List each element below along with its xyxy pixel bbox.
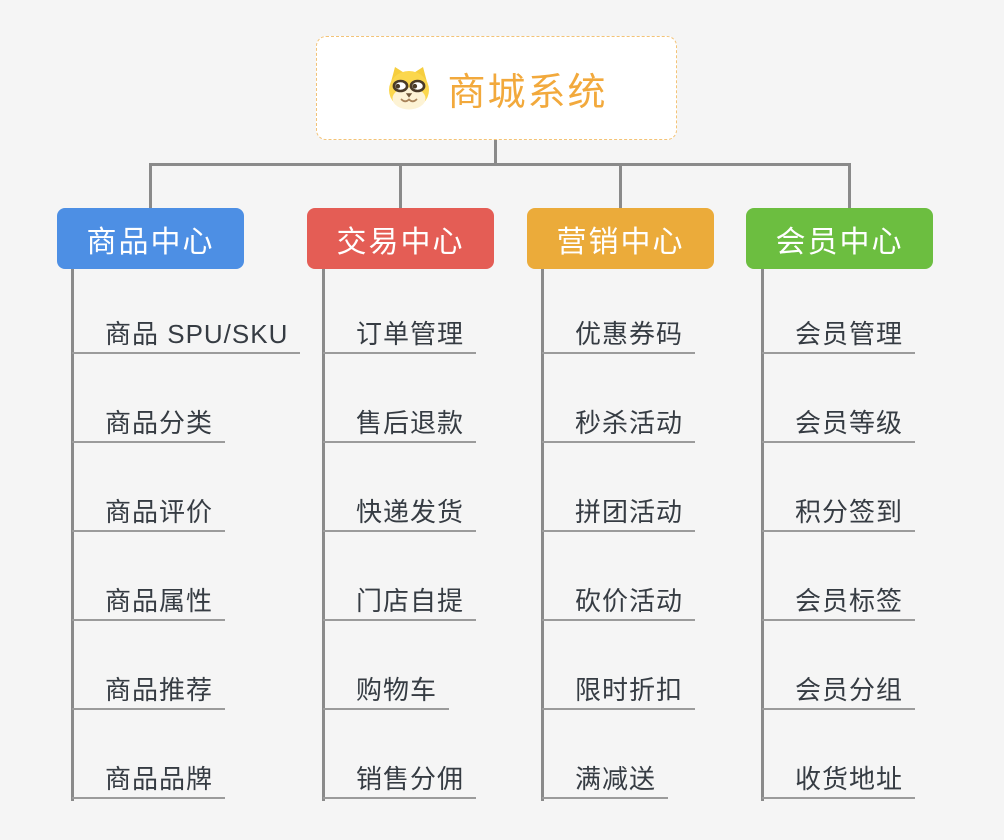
branch-node-marketing-center[interactable]: 营销中心 bbox=[527, 208, 714, 269]
leaf-node[interactable]: 商品品牌 bbox=[72, 761, 226, 799]
connector-root-stub bbox=[494, 140, 497, 165]
leaf-node[interactable]: 会员分组 bbox=[762, 672, 916, 710]
leaf-node[interactable]: 收货地址 bbox=[762, 761, 916, 799]
dog-face-icon bbox=[389, 67, 430, 110]
leaf-node[interactable]: 限时折扣 bbox=[542, 672, 696, 710]
leaf-node[interactable]: 会员管理 bbox=[762, 316, 916, 354]
branch-node-member-center[interactable]: 会员中心 bbox=[746, 208, 933, 269]
leaf-node[interactable]: 秒杀活动 bbox=[542, 405, 696, 443]
connector-trunk-branch-3 bbox=[541, 269, 544, 801]
leaf-node[interactable]: 订单管理 bbox=[323, 316, 477, 354]
connector-drop-branch-4 bbox=[848, 163, 851, 208]
connector-horizontal-bus bbox=[149, 163, 851, 166]
leaf-node[interactable]: 商品评价 bbox=[72, 494, 226, 532]
connector-trunk-branch-2 bbox=[322, 269, 325, 801]
leaf-node[interactable]: 商品属性 bbox=[72, 583, 226, 621]
leaf-node[interactable]: 满减送 bbox=[542, 761, 669, 799]
leaf-node[interactable]: 商品推荐 bbox=[72, 672, 226, 710]
leaf-node[interactable]: 销售分佣 bbox=[323, 761, 477, 799]
leaf-node[interactable]: 门店自提 bbox=[323, 583, 477, 621]
root-node[interactable]: 商城系统 bbox=[316, 36, 677, 140]
connector-drop-branch-2 bbox=[399, 163, 402, 208]
leaf-node[interactable]: 积分签到 bbox=[762, 494, 916, 532]
connector-drop-branch-3 bbox=[619, 163, 622, 208]
leaf-node[interactable]: 砍价活动 bbox=[542, 583, 696, 621]
connector-drop-branch-1 bbox=[149, 163, 152, 208]
leaf-node[interactable]: 快递发货 bbox=[323, 494, 477, 532]
branch-node-trade-center[interactable]: 交易中心 bbox=[307, 208, 494, 269]
leaf-node[interactable]: 会员标签 bbox=[762, 583, 916, 621]
connector-trunk-branch-1 bbox=[71, 269, 74, 801]
leaf-node[interactable]: 购物车 bbox=[323, 672, 450, 710]
branch-node-product-center[interactable]: 商品中心 bbox=[57, 208, 244, 269]
root-title: 商城系统 bbox=[447, 71, 608, 114]
leaf-node[interactable]: 优惠券码 bbox=[542, 316, 696, 354]
leaf-node[interactable]: 拼团活动 bbox=[542, 494, 696, 532]
leaf-node[interactable]: 会员等级 bbox=[762, 405, 916, 443]
leaf-node[interactable]: 售后退款 bbox=[323, 405, 477, 443]
leaf-node[interactable]: 商品 SPU/SKU bbox=[72, 316, 301, 354]
leaf-node[interactable]: 商品分类 bbox=[72, 405, 226, 443]
connector-trunk-branch-4 bbox=[761, 269, 764, 801]
